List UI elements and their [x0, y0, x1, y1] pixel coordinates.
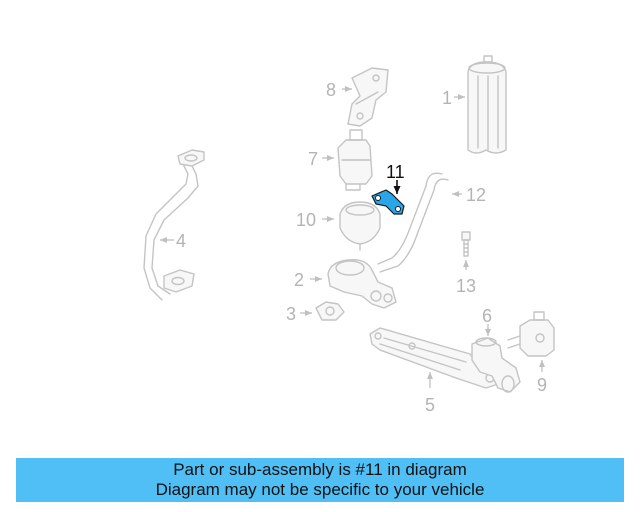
parts-diagram: 1 8 7 11 10 12	[143, 55, 555, 415]
callout-6: 6	[482, 306, 492, 326]
part-10-reservoir	[339, 201, 381, 251]
info-banner: Part or sub-assembly is #11 in diagram D…	[16, 458, 624, 502]
part-9-solenoid	[507, 311, 555, 357]
callout-12: 12	[466, 185, 486, 205]
part-11-bracket-highlighted	[371, 189, 405, 215]
callout-1: 1	[442, 88, 452, 108]
banner-line-2: Diagram may not be specific to your vehi…	[155, 480, 485, 499]
part-1-canister	[467, 55, 507, 154]
part-3-gasket	[315, 301, 345, 321]
callout-13: 13	[456, 276, 476, 296]
part-6-elbow	[471, 337, 521, 393]
part-7-valve	[337, 129, 373, 191]
callout-10: 10	[296, 210, 316, 230]
callout-4: 4	[176, 231, 186, 251]
callout-9: 9	[537, 375, 547, 395]
part-8-bracket	[347, 67, 389, 127]
callout-5: 5	[425, 395, 435, 415]
part-2-egr-valve	[327, 259, 397, 309]
callout-7: 7	[308, 149, 318, 169]
callout-3: 3	[286, 304, 296, 324]
callout-2: 2	[294, 270, 304, 290]
banner-line-1: Part or sub-assembly is #11 in diagram	[173, 460, 467, 479]
callout-11: 11	[386, 162, 405, 182]
part-4-pipe	[143, 149, 205, 301]
callout-8: 8	[326, 80, 336, 100]
part-13-bolt	[461, 231, 471, 257]
part-12-hose	[377, 172, 449, 273]
